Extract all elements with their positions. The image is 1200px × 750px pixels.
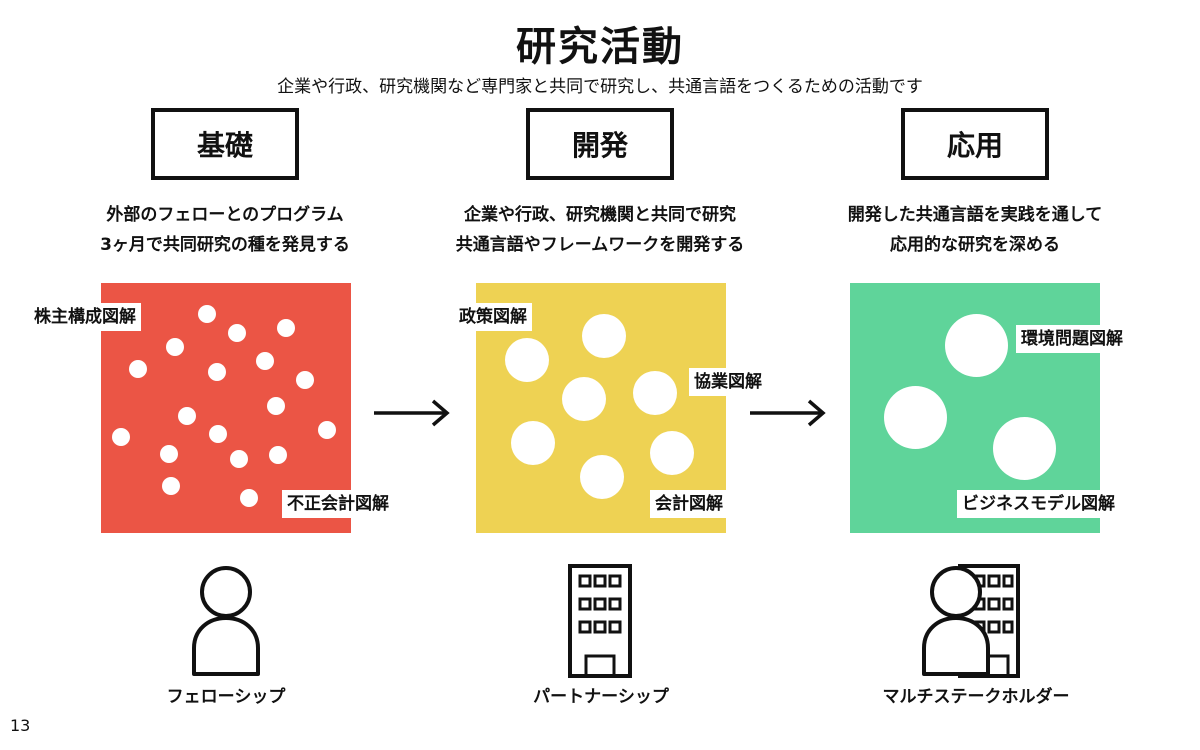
page-title: 研究活動	[516, 24, 684, 70]
dot	[269, 446, 287, 464]
description-line: 3ヶ月で共同研究の種を発見する	[100, 235, 350, 255]
circle	[633, 371, 677, 415]
circle	[993, 417, 1056, 480]
circle	[580, 455, 624, 499]
person-icon	[192, 566, 260, 676]
description-line: 応用的な研究を深める	[890, 235, 1060, 255]
page-number: 13	[10, 716, 31, 735]
dot	[256, 352, 274, 370]
circle	[582, 314, 626, 358]
tag-collaboration: 協業図解	[689, 368, 767, 396]
dot	[240, 489, 258, 507]
stage-box-application: 応用	[901, 108, 1049, 180]
person-and-building-icon	[922, 564, 1020, 678]
dot	[277, 319, 295, 337]
dot	[267, 397, 285, 415]
arrow-right-icon	[374, 399, 450, 427]
dot	[129, 360, 147, 378]
panel-application: 環境問題図解 ビジネスモデル図解	[850, 283, 1128, 533]
dot	[112, 428, 130, 446]
panel-development: 政策図解 協業図解 会計図解	[454, 283, 767, 533]
tag-policy: 政策図解	[454, 303, 532, 331]
arrow-right-icon	[750, 399, 826, 427]
stage-box-development: 開発	[526, 108, 674, 180]
panel-basic: 株主構成図解 不正会計図解	[29, 283, 394, 533]
role-label-fellowship: フェローシップ	[166, 687, 286, 707]
stage-description-development: 企業や行政、研究機関と共同で研究 共通言語やフレームワークを開発する	[410, 200, 790, 260]
stage-box-basic: 基礎	[151, 108, 299, 180]
dot	[230, 450, 248, 468]
description-line: 共通言語やフレームワークを開発する	[455, 235, 745, 255]
building-icon	[568, 564, 632, 678]
dot	[228, 324, 246, 342]
page-subtitle: 企業や行政、研究機関など専門家と共同で研究し、共通言語をつくるための活動です	[277, 77, 923, 97]
circle	[945, 314, 1008, 377]
dot	[296, 371, 314, 389]
tag-accounting: 会計図解	[650, 490, 728, 518]
tag-accounting-fraud: 不正会計図解	[282, 490, 394, 518]
dot	[166, 338, 184, 356]
circle	[562, 377, 606, 421]
dot	[198, 305, 216, 323]
circle	[511, 421, 555, 465]
circle	[505, 338, 549, 382]
tag-environmental-issues: 環境問題図解	[1016, 325, 1128, 353]
role-label-partnership: パートナーシップ	[533, 687, 669, 707]
description-line: 企業や行政、研究機関と共同で研究	[464, 205, 736, 225]
role-label-multistakeholder: マルチステークホルダー	[882, 687, 1070, 707]
dot	[162, 477, 180, 495]
circle	[884, 386, 947, 449]
description-line: 開発した共通言語を実践を通して	[847, 205, 1103, 225]
circle	[650, 431, 694, 475]
tag-business-model: ビジネスモデル図解	[957, 490, 1120, 518]
dot	[209, 425, 227, 443]
tag-shareholder-structure: 株主構成図解	[29, 303, 141, 331]
dot	[318, 421, 336, 439]
dot	[160, 445, 178, 463]
stage-description-application: 開発した共通言語を実践を通して 応用的な研究を深める	[785, 200, 1165, 260]
dot	[178, 407, 196, 425]
person-icon	[922, 566, 990, 676]
description-line: 外部のフェローとのプログラム	[106, 205, 344, 225]
dot	[208, 363, 226, 381]
stage-description-basic: 外部のフェローとのプログラム 3ヶ月で共同研究の種を発見する	[35, 200, 415, 260]
